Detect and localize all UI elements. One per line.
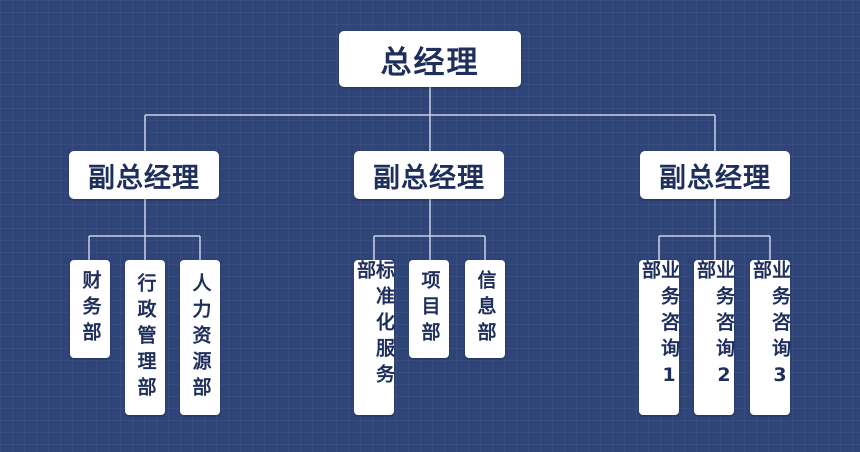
- department-label: 业务咨询2部: [694, 260, 735, 393]
- vp-title: 副总经理: [373, 162, 485, 194]
- department-box: 项目部: [409, 260, 449, 358]
- vp-box: 副总经理: [640, 151, 790, 199]
- department-box: 业务咨询3部: [750, 260, 791, 415]
- department-box: 财务部: [70, 260, 110, 358]
- department-label: 行政管理部: [134, 272, 157, 403]
- vp-box: 副总经理: [69, 151, 219, 199]
- department-label: 业务咨询3部: [750, 260, 791, 393]
- ceo-box: 总经理: [339, 31, 521, 87]
- department-label: 项目部: [418, 270, 441, 348]
- department-box: 信息部: [465, 260, 505, 358]
- vp-title: 副总经理: [88, 162, 200, 194]
- ceo-title: 总经理: [380, 44, 480, 81]
- department-box: 业务咨询2部: [694, 260, 735, 415]
- vp-title: 副总经理: [659, 162, 771, 194]
- department-label: 标准化服务部: [354, 260, 395, 390]
- vp-box: 副总经理: [354, 151, 504, 199]
- department-label: 业务咨询1部: [639, 260, 680, 393]
- department-label: 人力资源部: [189, 272, 212, 403]
- department-label: 信息部: [474, 270, 497, 348]
- department-label: 财务部: [79, 270, 102, 348]
- department-box: 业务咨询1部: [639, 260, 680, 415]
- department-box: 人力资源部: [180, 260, 220, 415]
- department-box: 行政管理部: [125, 260, 165, 415]
- department-box: 标准化服务部: [354, 260, 395, 415]
